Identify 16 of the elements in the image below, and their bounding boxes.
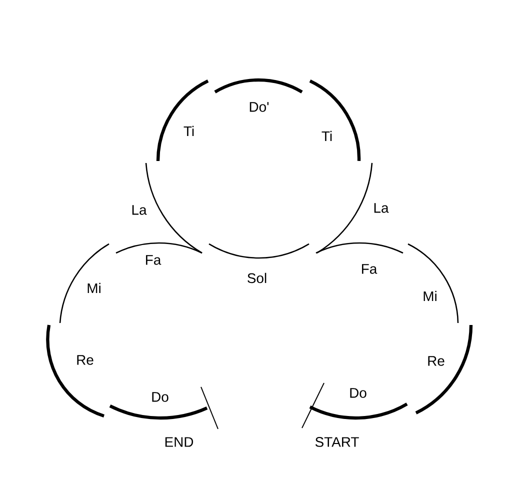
syllable-label: Mi: [88, 282, 100, 294]
syllable-label: Fa: [146, 255, 162, 265]
syllable-label: La: [374, 203, 389, 213]
syllable-label: Do: [350, 388, 366, 398]
syllable-label: La: [132, 205, 147, 215]
syllable-label: Ti: [184, 126, 194, 136]
syllable-label: Fa: [362, 264, 378, 274]
endpoint-label: END: [165, 437, 194, 447]
syllable-label: Ti: [322, 130, 332, 142]
syllable-label: Re: [428, 356, 444, 366]
syllable-label: Do': [250, 102, 269, 112]
syllable-label: Sol: [248, 272, 266, 284]
syllable-label: Mi: [424, 290, 436, 302]
endpoint-label: START: [315, 437, 359, 447]
syllable-label: Re: [77, 355, 94, 365]
syllable-label: Do: [152, 392, 168, 402]
